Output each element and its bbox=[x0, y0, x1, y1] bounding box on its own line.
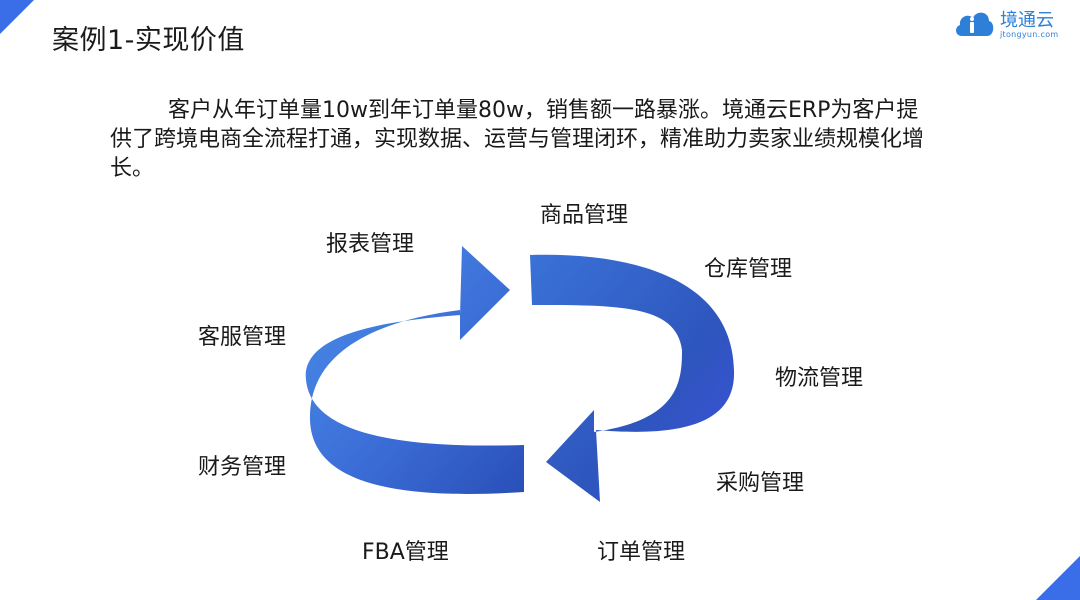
cycle-label-goods: 商品管理 bbox=[540, 197, 628, 229]
cycle-label-fba: FBA管理 bbox=[362, 534, 449, 566]
cycle-arrow-right bbox=[530, 255, 734, 502]
cycle-label-service: 客服管理 bbox=[198, 319, 286, 351]
cycle-label-report: 报表管理 bbox=[326, 226, 414, 258]
cycle-label-logistics: 物流管理 bbox=[775, 360, 863, 392]
cycle-arrow-left bbox=[306, 246, 524, 494]
cycle-label-order: 订单管理 bbox=[597, 534, 685, 566]
cycle-label-warehouse: 仓库管理 bbox=[704, 251, 792, 283]
cycle-label-finance: 财务管理 bbox=[198, 449, 286, 481]
cycle-label-purchase: 采购管理 bbox=[716, 465, 804, 497]
